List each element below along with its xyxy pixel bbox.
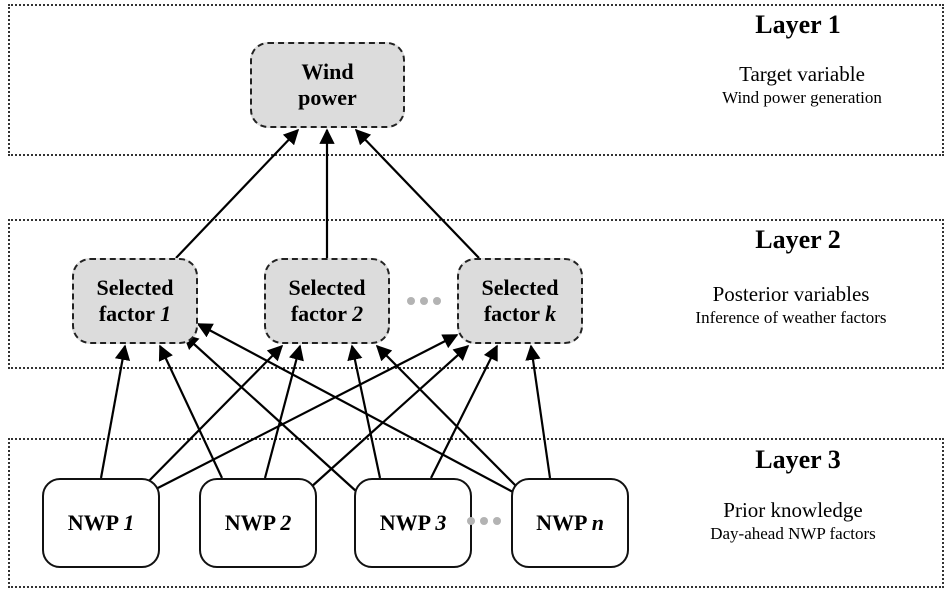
wind-power-line1: Wind bbox=[301, 58, 354, 84]
selected-factor-k-node: Selected factor k bbox=[457, 258, 583, 344]
edge-nwp-2-to-factor-1 bbox=[158, 344, 223, 479]
layer-1-description: Target variable Wind power generation bbox=[672, 62, 932, 108]
edge-nwp-1-to-factor-k bbox=[149, 334, 459, 493]
factor-k-line1: Selected bbox=[481, 274, 559, 300]
nwp-2-index: 2 bbox=[280, 509, 292, 535]
layer-2-desc-main: Posterior variables bbox=[712, 282, 870, 306]
layer-1-desc-sub: Wind power generation bbox=[722, 88, 882, 108]
factor-1-prefix: factor bbox=[98, 301, 161, 326]
nwp-3-node: NWP 3 bbox=[354, 478, 472, 568]
layer-1-box bbox=[8, 4, 944, 156]
nwp-ellipsis bbox=[467, 517, 501, 525]
layer-2-description: Posterior variables Inference of weather… bbox=[661, 282, 921, 328]
layer-2-desc-sub: Inference of weather factors bbox=[695, 308, 887, 328]
nwp-1-node: NWP 1 bbox=[42, 478, 160, 568]
factor-2-index: 2 bbox=[352, 301, 364, 326]
nwp-3-index: 3 bbox=[435, 509, 447, 535]
edge-nwp-3-to-factor-1 bbox=[182, 333, 358, 493]
nwp-n-prefix: NWP bbox=[536, 509, 592, 535]
nwp-2-node: NWP 2 bbox=[199, 478, 317, 568]
factor-ellipsis bbox=[407, 297, 441, 305]
edge-factor-1-to-wind bbox=[175, 128, 300, 259]
edge-factor-k-to-wind bbox=[354, 128, 480, 259]
factor-2-line1: Selected bbox=[288, 274, 366, 300]
edge-nwp-n-to-factor-1 bbox=[196, 323, 514, 493]
selected-factor-2-node: Selected factor 2 bbox=[264, 258, 390, 344]
factor-1-line1: Selected bbox=[96, 274, 174, 300]
edge-nwp-3-to-factor-2 bbox=[347, 344, 382, 479]
edge-nwp-n-to-factor-k bbox=[525, 344, 552, 479]
edge-nwp-2-to-factor-k bbox=[309, 344, 470, 489]
nwp-3-prefix: NWP bbox=[379, 509, 436, 535]
factor-2-prefix: factor bbox=[290, 301, 353, 326]
layer-3-desc-sub: Day-ahead NWP factors bbox=[710, 524, 876, 544]
edge-nwp-3-to-factor-k bbox=[430, 344, 498, 479]
selected-factor-1-node: Selected factor 1 bbox=[72, 258, 198, 344]
factor-k-prefix: factor bbox=[483, 301, 546, 326]
layer-1-title: Layer 1 bbox=[755, 10, 841, 39]
nwp-1-index: 1 bbox=[123, 509, 135, 535]
layer-3-title: Layer 3 bbox=[755, 445, 841, 474]
factor-1-index: 1 bbox=[160, 301, 172, 326]
wind-power-line2: power bbox=[298, 85, 357, 110]
factor-k-index: k bbox=[545, 301, 557, 326]
edge-nwp-1-to-factor-1 bbox=[99, 344, 131, 479]
nwp-2-prefix: NWP bbox=[224, 509, 281, 535]
wind-power-node: Wind power bbox=[250, 42, 405, 128]
nwp-n-index: n bbox=[591, 509, 604, 535]
layer-2-title: Layer 2 bbox=[755, 225, 841, 254]
layer-3-desc-main: Prior knowledge bbox=[723, 498, 863, 522]
layer-2-box bbox=[8, 219, 944, 369]
edge-nwp-2-to-factor-2 bbox=[263, 344, 304, 479]
edge-nwp-1-to-factor-2 bbox=[139, 344, 284, 491]
nwp-n-node: NWP n bbox=[511, 478, 629, 568]
layer-3-description: Prior knowledge Day-ahead NWP factors bbox=[663, 498, 923, 544]
layer-1-desc-main: Target variable bbox=[739, 62, 865, 86]
layer-3-box bbox=[8, 438, 944, 588]
nwp-1-prefix: NWP bbox=[67, 509, 124, 535]
edge-nwp-n-to-factor-2 bbox=[375, 344, 521, 491]
